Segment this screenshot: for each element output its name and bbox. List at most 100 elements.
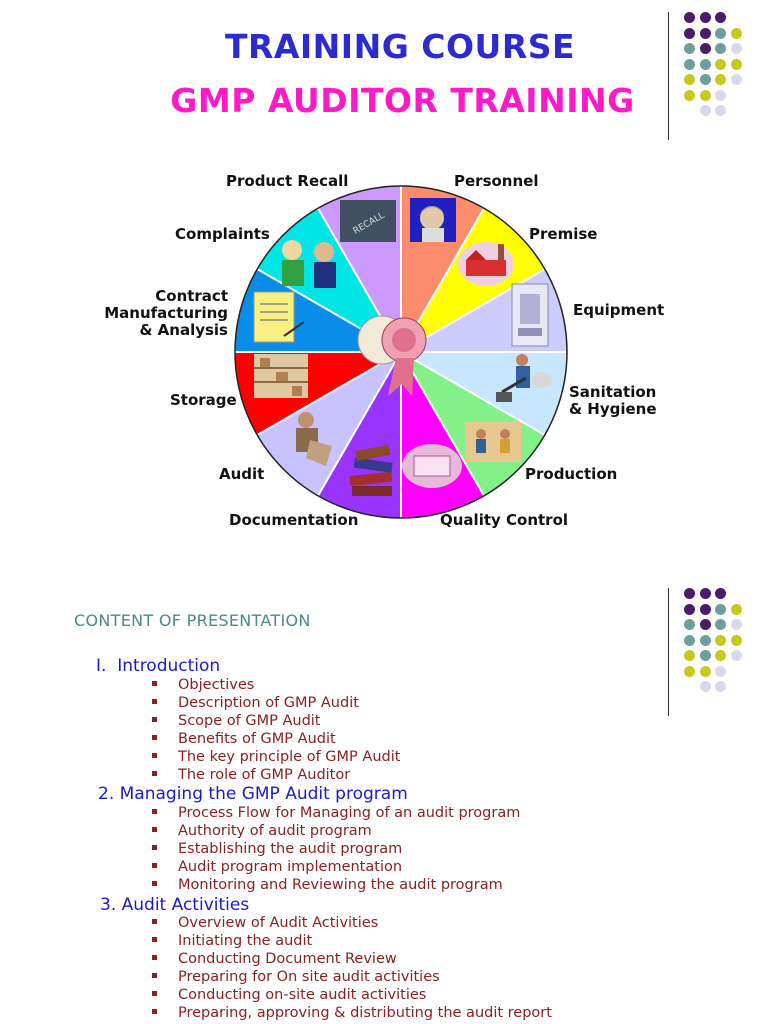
decor-dot: [699, 619, 711, 630]
wheel-segment-audit: [257, 352, 401, 496]
decor-dot: [730, 650, 742, 661]
decor-dot: [715, 58, 726, 70]
wheel-divider: [400, 351, 546, 436]
decor-dot: [699, 89, 711, 101]
decor-dot: [684, 12, 695, 23]
decor-dot: [699, 27, 711, 39]
decor-dot: [699, 665, 711, 677]
course-subtitle: GMP AUDITOR TRAINING: [170, 81, 635, 120]
decor-dot: [715, 105, 726, 116]
wheel-label-production: Production: [525, 465, 618, 483]
decor-dot: [684, 603, 695, 615]
list-item: Authority of audit program: [152, 823, 372, 839]
list-item: Conducting Document Review: [152, 951, 397, 967]
list-item: The role of GMP Auditor: [152, 767, 350, 783]
list-item: Process Flow for Managing of an audit pr…: [152, 805, 520, 821]
wheel-label-premise: Premise: [529, 225, 598, 243]
section-2-title: 2. Managing the GMP Audit program: [98, 784, 408, 804]
decor-dot: [699, 74, 711, 85]
decor-dot: [684, 89, 695, 101]
decor-dot: [715, 74, 726, 85]
decor-dot: [715, 603, 726, 615]
divider-line-bottom: [668, 588, 669, 716]
warehouse-icon: [254, 354, 308, 398]
list-item: Initiating the audit: [152, 933, 312, 949]
decor-dot: [699, 43, 711, 54]
recall-box-icon: RECALL: [340, 200, 396, 242]
decor-dot: [699, 634, 711, 646]
list-item: Audit program implementation: [152, 859, 402, 875]
content-heading: CONTENT OF PRESENTATION: [74, 611, 311, 630]
decor-dot: [699, 58, 711, 70]
decor-dot: [730, 27, 742, 39]
list-item: Preparing, approving & distributing the …: [152, 1005, 552, 1021]
equipment-icon: [511, 283, 549, 347]
decor-dot: [684, 588, 695, 599]
decor-dot: [715, 681, 726, 692]
list-item: Scope of GMP Audit: [152, 713, 321, 729]
wheel-label-documentation: Documentation: [229, 511, 359, 529]
decor-dot: [715, 43, 726, 54]
decor-dot: [715, 665, 726, 677]
decor-dot: [684, 74, 695, 85]
decor-dot: [730, 619, 742, 630]
list-item: Establishing the audit program: [152, 841, 402, 857]
decor-dot: [715, 89, 726, 101]
decor-dot: [684, 650, 695, 661]
wheel-label-audit: Audit: [219, 465, 265, 483]
decor-dot: [699, 105, 711, 116]
wheel-label-quality-control: Quality Control: [440, 511, 569, 529]
wheel-label-complaints: Complaints: [175, 225, 270, 243]
decor-dot: [699, 12, 711, 23]
decor-dot: [684, 619, 695, 630]
contract-document-icon: [253, 291, 305, 343]
decor-dot: [730, 634, 742, 646]
decor-dot: [684, 634, 695, 646]
list-item: Preparing for On site audit activities: [152, 969, 440, 985]
laboratory-icon: [402, 444, 462, 488]
wheel-label-personnel: Personnel: [454, 172, 539, 190]
section-1-title: I. Introduction: [96, 656, 221, 676]
list-item: Benefits of GMP Audit: [152, 731, 336, 747]
decor-dot: [715, 650, 726, 661]
decor-dot: [730, 43, 742, 54]
production-workers-icon: [465, 422, 521, 462]
decor-dot: [730, 58, 742, 70]
decor-dot: [684, 27, 695, 39]
decor-dot: [699, 650, 711, 661]
decor-dot: [699, 681, 711, 692]
divider-line-top: [668, 12, 669, 140]
factory-icon: [458, 242, 514, 286]
decor-dot: [699, 588, 711, 599]
decor-dot: [730, 74, 742, 85]
course-title: TRAINING COURSE: [224, 27, 576, 66]
gmp-wheel-diagram: RECALL: [234, 185, 568, 519]
decor-dot: [730, 603, 742, 615]
decor-dot: [715, 619, 726, 630]
list-item: Objectives: [152, 677, 254, 693]
decor-dot: [684, 665, 695, 677]
decor-dot: [699, 603, 711, 615]
wheel-label-equipment: Equipment: [573, 301, 665, 319]
wheel-divider: [256, 351, 402, 436]
wheel-label-product-recall: Product Recall: [226, 172, 349, 190]
wheel-label-sanitation-hygiene: Sanitation & Hygiene: [569, 383, 657, 418]
books-icon: [349, 444, 393, 496]
cleaning-worker-icon: [496, 354, 552, 402]
decor-dot: [715, 12, 726, 23]
list-item: Description of GMP Audit: [152, 695, 359, 711]
wheel-divider: [317, 351, 402, 497]
decor-dot: [715, 588, 726, 599]
inspector-icon: [296, 412, 332, 466]
decor-dot: [684, 43, 695, 54]
wheel-label-contract-manufacturing: Contract Manufacturing & Analysis: [104, 287, 228, 339]
list-item: Monitoring and Reviewing the audit progr…: [152, 877, 503, 893]
decor-dot: [684, 58, 695, 70]
businessmen-icon: [282, 240, 336, 288]
wheel-label-storage: Storage: [170, 391, 237, 409]
decor-dot: [715, 27, 726, 39]
list-item: Conducting on-site audit activities: [152, 987, 426, 1003]
wheel-divider: [400, 351, 485, 497]
list-item: Overview of Audit Activities: [152, 915, 378, 931]
award-ribbon-icon: [357, 315, 427, 396]
